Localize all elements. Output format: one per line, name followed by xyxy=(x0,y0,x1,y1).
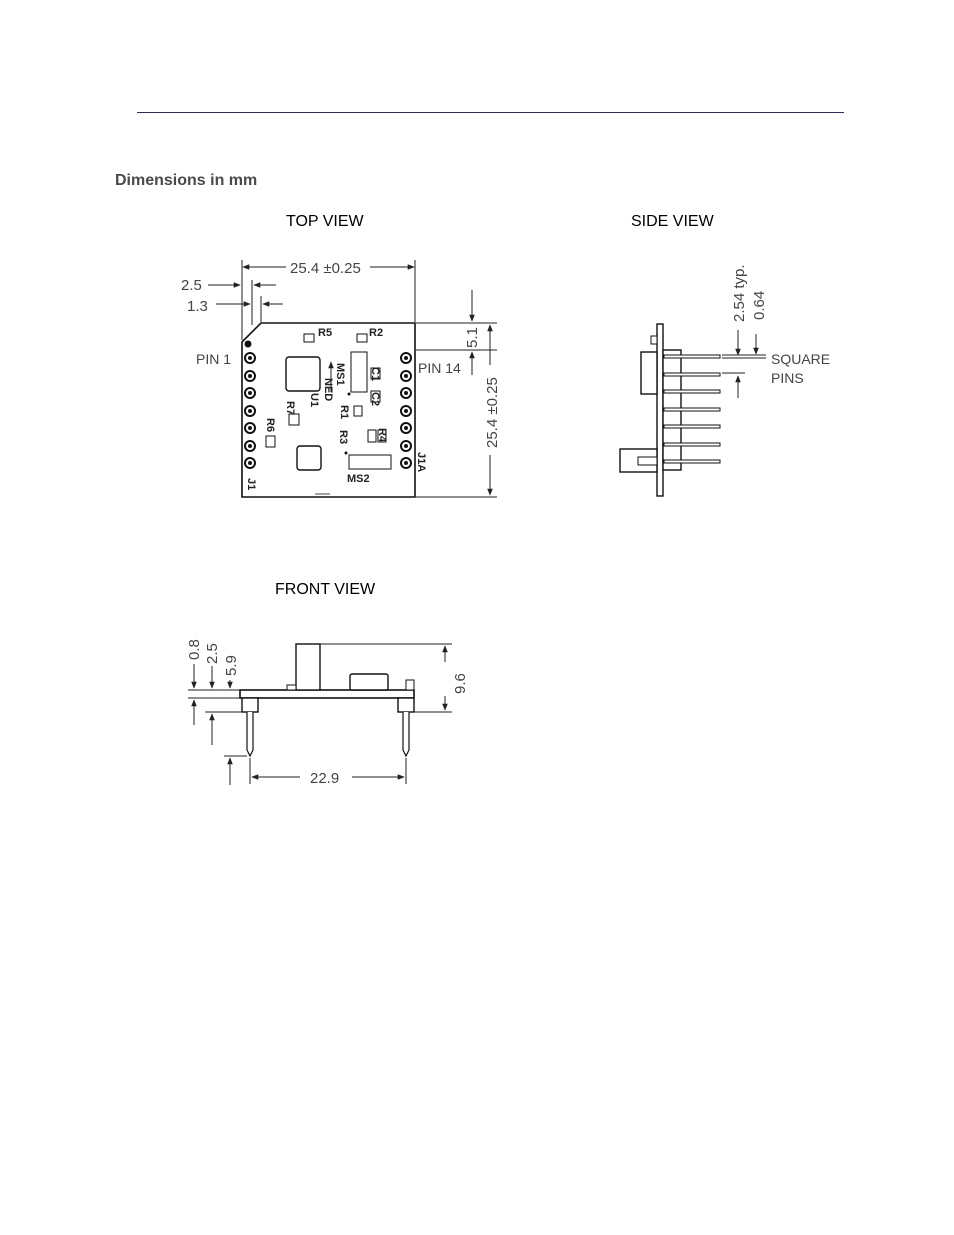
front-tall-part xyxy=(296,644,320,690)
side-board xyxy=(657,324,663,496)
ref-r2: R2 xyxy=(369,327,383,339)
ref-c1: C1 xyxy=(369,367,381,381)
u1-chip xyxy=(286,357,320,391)
front-low-part xyxy=(350,674,388,690)
r2-pad xyxy=(357,334,367,342)
top-margin-dimension: 5.1 xyxy=(464,327,481,348)
front-right-header xyxy=(398,698,414,712)
offset-2-5: 2.5 xyxy=(181,277,202,294)
width-dimension: 25.4 ±0.25 xyxy=(290,260,361,277)
side-view-drawing: 2.54 typ. 0.64 SQUARE PINS xyxy=(620,264,830,496)
ref-r1: R1 xyxy=(338,405,350,419)
front-view-drawing: 0.8 2.5 5.9 9.6 22.9 xyxy=(186,639,469,787)
board-outline xyxy=(242,323,415,497)
ref-j1a: J1A xyxy=(415,452,427,472)
height-dimension: 25.4 ±0.25 xyxy=(484,377,501,448)
front-right-pin xyxy=(403,712,409,756)
ref-ned: NED xyxy=(322,378,334,401)
square-pins-note-2: PINS xyxy=(771,370,804,386)
ref-r4: R4 xyxy=(376,428,388,443)
ref-c2: C2 xyxy=(369,392,381,406)
offset-1-3: 1.3 xyxy=(187,298,208,315)
right-pin-header xyxy=(401,353,411,468)
ms2-part xyxy=(349,455,391,469)
r1-pad xyxy=(354,406,362,416)
ref-r6: R6 xyxy=(264,418,276,432)
pin14-label: PIN 14 xyxy=(418,360,461,376)
pin1-label: PIN 1 xyxy=(196,351,231,367)
front-small-part xyxy=(287,685,296,690)
side-small-part xyxy=(651,336,657,344)
pin-size-dimension: 0.64 xyxy=(751,291,768,320)
ref-u1: U1 xyxy=(308,393,320,407)
front-dim-2-5: 2.5 xyxy=(204,643,221,664)
front-left-pin xyxy=(247,712,253,756)
front-dim-5-9: 5.9 xyxy=(223,655,240,676)
front-height-dimension: 9.6 xyxy=(452,673,469,694)
ref-r5: R5 xyxy=(318,327,332,339)
ms1-part xyxy=(351,352,367,392)
ref-j1: J1 xyxy=(245,478,257,490)
side-lower-tab xyxy=(638,457,657,465)
ref-r7: R7 xyxy=(284,401,296,415)
sensor-chip xyxy=(297,446,321,470)
r5-pad xyxy=(304,334,314,342)
front-right-part xyxy=(406,680,414,690)
left-pin-header xyxy=(245,353,255,468)
front-dim-0-8: 0.8 xyxy=(186,639,203,660)
ref-ms1: MS1 xyxy=(334,363,346,386)
top-view-drawing: 25.4 ±0.25 2.5 1.3 5.1 25.4 ±0.25 PIN 1 … xyxy=(181,260,501,497)
pitch-dimension: 2.54 typ. xyxy=(731,264,748,322)
r3-pad xyxy=(368,430,376,442)
ref-r3: R3 xyxy=(337,430,349,444)
pin1-marker xyxy=(245,341,252,348)
side-upper-part xyxy=(641,352,657,394)
front-board xyxy=(240,690,414,698)
square-pins-note-1: SQUARE xyxy=(771,351,830,367)
front-left-header xyxy=(242,698,258,712)
r7-pad xyxy=(289,414,299,425)
pin-span-dimension: 22.9 xyxy=(310,770,339,787)
ref-ms2: MS2 xyxy=(347,473,370,485)
r6-pad xyxy=(266,436,275,447)
